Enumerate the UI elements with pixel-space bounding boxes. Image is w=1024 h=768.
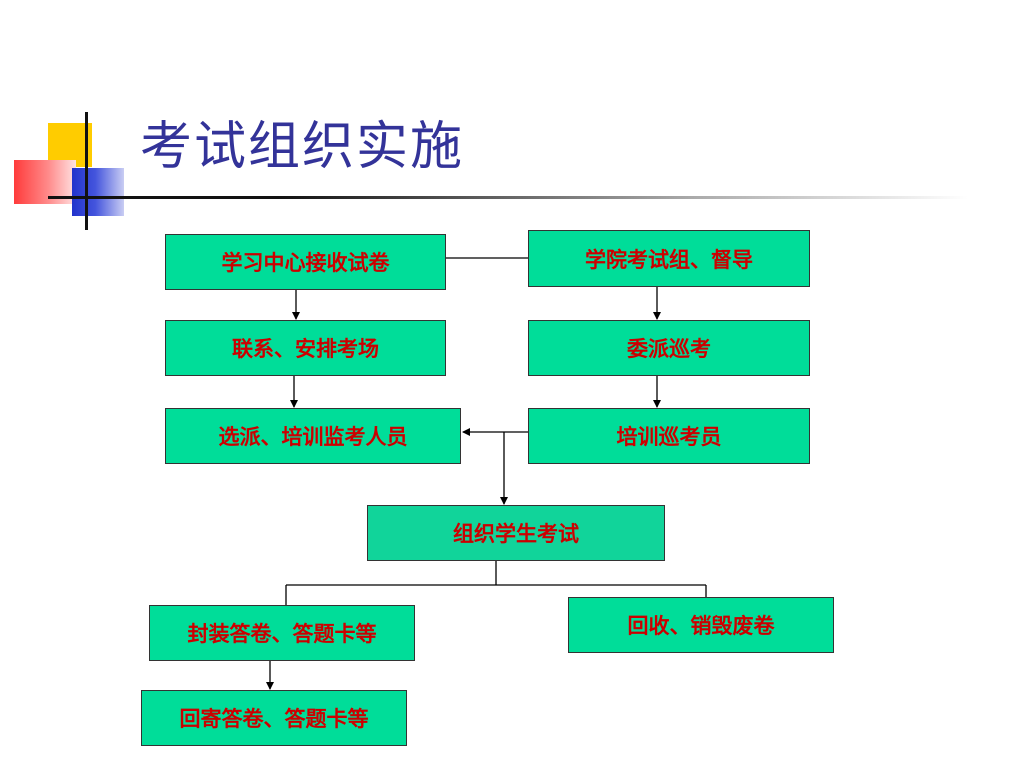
node-organize-exam: 组织学生考试: [367, 505, 665, 561]
node-receive-papers: 学习中心接收试卷: [165, 234, 446, 290]
node-recycle-papers: 回收、销毁废卷: [568, 597, 834, 653]
decor-yellow-square: [48, 123, 92, 167]
decor-vertical-line: [85, 112, 88, 230]
decor-blue-square: [72, 168, 124, 216]
node-seal-answers: 封装答卷、答题卡等: [149, 605, 415, 661]
node-college-group: 学院考试组、督导: [528, 230, 810, 287]
node-train-inspectors: 培训巡考员: [528, 408, 810, 464]
title-underline: [48, 196, 968, 199]
node-dispatch-inspectors: 委派巡考: [528, 320, 810, 376]
slide-title: 考试组织实施: [140, 117, 465, 177]
node-arrange-rooms: 联系、安排考场: [165, 320, 446, 376]
node-select-proctors: 选派、培训监考人员: [165, 408, 461, 464]
node-mail-answers: 回寄答卷、答题卡等: [141, 690, 407, 746]
